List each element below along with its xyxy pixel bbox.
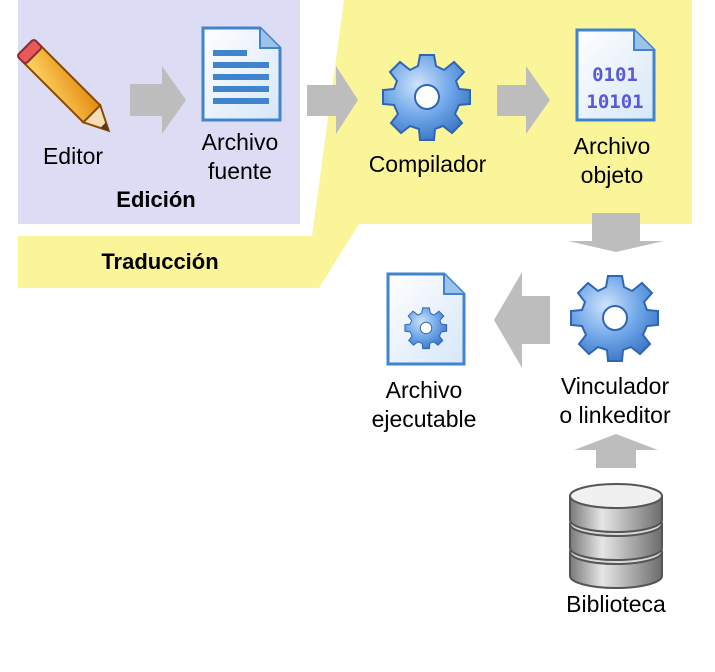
editor-label: Editor <box>42 143 104 169</box>
database-icon <box>569 483 663 589</box>
executable-label-line1: Archivo <box>385 377 463 403</box>
edicion-region-label: Edición <box>116 187 196 212</box>
binary-document-icon <box>575 28 656 122</box>
compiler-label: Compilador <box>368 151 487 177</box>
arrow-library-to-linker <box>574 434 658 468</box>
binary-text-1: 0101 <box>592 64 638 86</box>
source-label-line1: Archivo <box>201 129 279 155</box>
object-label-line2: objeto <box>580 162 644 188</box>
pencil-icon <box>17 39 111 133</box>
linker-label-line1: Vinculador <box>560 373 670 399</box>
gear-icon <box>570 275 659 362</box>
arrow-compiler-to-object <box>497 66 550 134</box>
executable-document-icon <box>386 272 466 366</box>
document-icon <box>201 26 282 122</box>
arrow-source-to-compiler <box>307 66 358 134</box>
traduccion-region-label: Traducción <box>101 249 219 274</box>
source-label-line2: fuente <box>208 158 272 184</box>
arrow-object-to-linker <box>568 213 664 252</box>
binary-text-2: 10101 <box>586 91 643 113</box>
executable-label-line2: ejecutable <box>371 406 477 432</box>
gear-icon <box>382 54 471 141</box>
library-label: Biblioteca <box>566 591 666 617</box>
arrow-editor-to-source <box>130 66 186 134</box>
object-label-line1: Archivo <box>573 133 651 159</box>
linker-label-line2: o linkeditor <box>559 402 671 428</box>
arrow-linker-to-executable <box>494 272 550 368</box>
traduccion-region <box>18 0 692 288</box>
